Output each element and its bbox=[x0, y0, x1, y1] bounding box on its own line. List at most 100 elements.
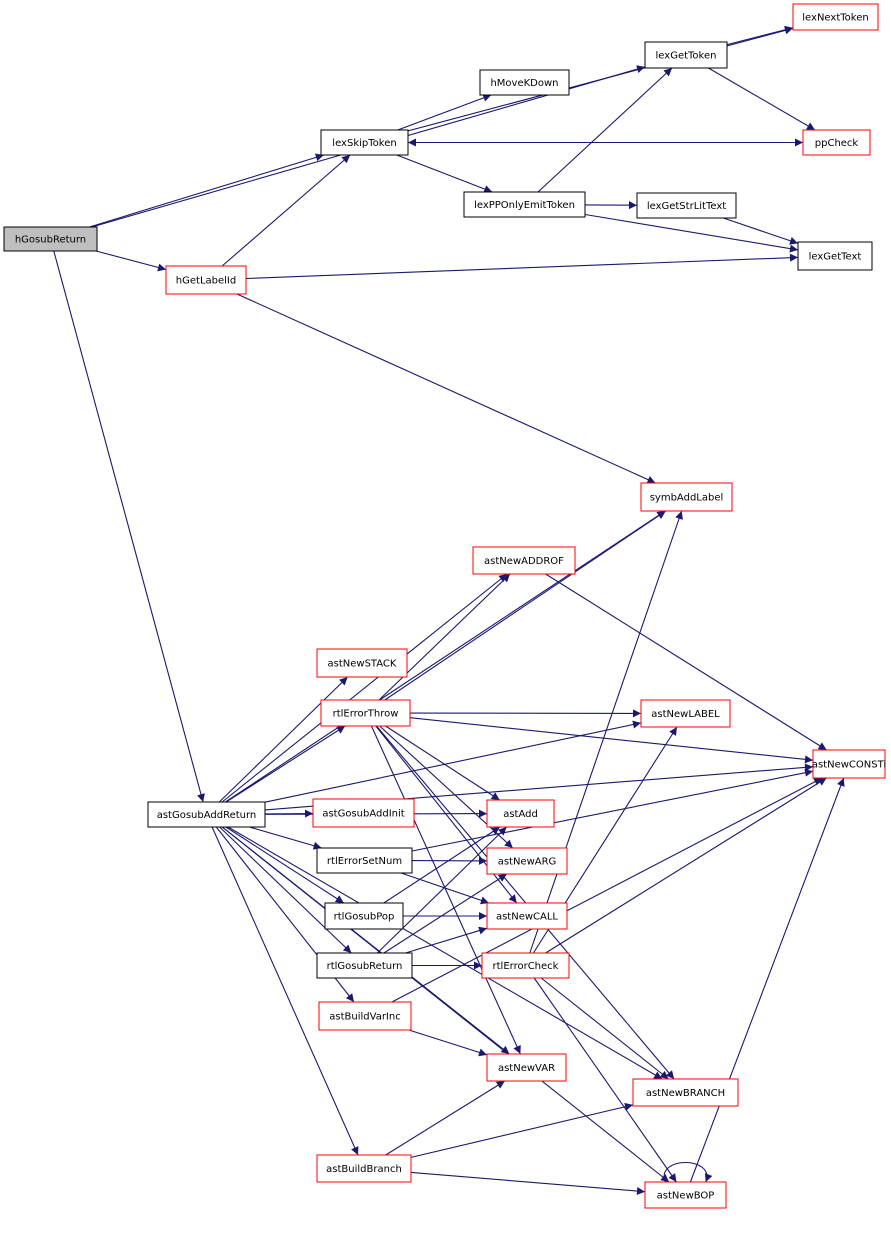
edge-astBuildVarInc-to-astNewVAR bbox=[408, 1029, 488, 1057]
node-rtlErrorSetNum[interactable]: rtlErrorSetNum bbox=[316, 847, 413, 874]
node-rtlErrorThrow[interactable]: rtlErrorThrow bbox=[320, 699, 411, 727]
node-hMoveKDown[interactable]: hMoveKDown bbox=[479, 69, 570, 96]
edge-astNewADDROF-to-astNewCONSTi bbox=[545, 573, 827, 751]
node-label: astNewCONSTi bbox=[812, 760, 886, 771]
node-astNewADDROF[interactable]: astNewADDROF bbox=[472, 546, 576, 575]
node-box[interactable] bbox=[479, 69, 570, 96]
node-box[interactable] bbox=[472, 546, 576, 575]
node-box[interactable] bbox=[324, 902, 404, 930]
node-lexSkipToken[interactable]: lexSkipToken bbox=[320, 129, 409, 156]
node-box[interactable] bbox=[486, 847, 568, 875]
node-box[interactable] bbox=[797, 241, 873, 271]
node-ppCheck[interactable]: ppCheck bbox=[802, 129, 871, 156]
node-hGosubReturn[interactable]: hGosubReturn bbox=[3, 226, 98, 252]
node-lexGetText[interactable]: lexGetText bbox=[797, 241, 873, 271]
node-rtlErrorCheck[interactable]: rtlErrorCheck bbox=[481, 952, 570, 979]
edge-astGosubAddReturn-to-astNewADDROF bbox=[221, 573, 508, 803]
node-box[interactable] bbox=[792, 3, 879, 31]
node-astNewBOP[interactable]: astNewBOP bbox=[644, 1181, 727, 1209]
node-box[interactable] bbox=[165, 265, 247, 295]
edge-astGosubAddReturn-to-astNewSTACK bbox=[218, 676, 348, 803]
node-label: astNewARG bbox=[498, 857, 557, 868]
edge-lexPPOnlyEmitToken-to-lexGetText bbox=[584, 213, 799, 253]
edge-lexPPOnlyEmitToken-to-lexGetToken bbox=[537, 67, 673, 193]
node-box[interactable] bbox=[640, 482, 733, 512]
node-box[interactable] bbox=[802, 129, 871, 156]
node-box[interactable] bbox=[644, 1181, 727, 1209]
node-box[interactable] bbox=[644, 41, 728, 69]
edge-astGosubAddReturn-to-astBuildBranch bbox=[211, 826, 359, 1156]
node-label: ppCheck bbox=[815, 138, 859, 149]
node-label: lexPPOnlyEmitToken bbox=[474, 200, 575, 211]
node-box[interactable] bbox=[147, 801, 266, 828]
node-box[interactable] bbox=[312, 798, 415, 828]
edge-astGosubAddReturn-to-rtlErrorSetNum bbox=[249, 826, 322, 850]
node-box[interactable] bbox=[640, 699, 731, 728]
node-box[interactable] bbox=[316, 1154, 412, 1183]
edge-hGosubReturn-to-hGetLabelId bbox=[95, 250, 167, 272]
node-label: astNewBOP bbox=[657, 1191, 715, 1202]
node-astNewLABEL[interactable]: astNewLABEL bbox=[640, 699, 731, 728]
node-label: lexGetStrLitText bbox=[647, 201, 726, 212]
node-box[interactable] bbox=[3, 226, 98, 252]
node-lexGetToken[interactable]: lexGetToken bbox=[644, 41, 728, 69]
node-astNewCALL[interactable]: astNewCALL bbox=[486, 902, 568, 930]
node-box[interactable] bbox=[632, 1078, 739, 1107]
node-astNewSTACK[interactable]: astNewSTACK bbox=[316, 648, 408, 678]
node-layer: hGosubReturn lexNextToken lexGetToken hMove… bbox=[3, 3, 886, 1209]
node-box[interactable] bbox=[481, 952, 570, 979]
node-box[interactable] bbox=[486, 1053, 567, 1082]
node-label: hGosubReturn bbox=[15, 235, 86, 246]
node-rtlGosubReturn[interactable]: rtlGosubReturn bbox=[316, 952, 413, 979]
node-rtlGosubPop[interactable]: rtlGosubPop bbox=[324, 902, 404, 930]
node-box[interactable] bbox=[316, 648, 408, 678]
edge-astGosubAddReturn-to-rtlGosubReturn bbox=[219, 826, 352, 954]
edge-astBuildBranch-to-astNewBRANCH bbox=[410, 1102, 634, 1158]
node-label: rtlErrorThrow bbox=[333, 709, 399, 720]
edge-rtlErrorThrow-to-astNewADDROF bbox=[378, 573, 511, 701]
node-astGosubAddInit[interactable]: astGosubAddInit bbox=[312, 798, 415, 828]
node-astNewCONSTi[interactable]: astNewCONSTi bbox=[812, 749, 886, 779]
node-box[interactable] bbox=[320, 129, 409, 156]
edge-rtlErrorThrow-to-astNewCONSTi bbox=[409, 717, 814, 764]
node-box[interactable] bbox=[463, 191, 586, 218]
edge-lexGetStrLitText-to-lexGetText bbox=[723, 217, 799, 245]
node-label: astGosubAddReturn bbox=[157, 810, 257, 821]
node-box[interactable] bbox=[636, 192, 737, 219]
node-box[interactable] bbox=[318, 1001, 412, 1031]
edge-hGosubReturn-to-astGosubAddReturn bbox=[53, 250, 205, 803]
node-hGetLabelId[interactable]: hGetLabelId bbox=[165, 265, 247, 295]
node-astBuildBranch[interactable]: astBuildBranch bbox=[316, 1154, 412, 1183]
edge-astBuildBranch-to-astNewBOP bbox=[410, 1171, 646, 1196]
node-box[interactable] bbox=[486, 902, 568, 930]
node-lexPPOnlyEmitToken[interactable]: lexPPOnlyEmitToken bbox=[463, 191, 586, 218]
edge-hGetLabelId-to-lexSkipToken bbox=[221, 154, 351, 267]
edge-rtlErrorSetNum-to-astNewCONSTi bbox=[411, 768, 814, 852]
node-astNewVAR[interactable]: astNewVAR bbox=[486, 1053, 567, 1082]
node-astNewARG[interactable]: astNewARG bbox=[486, 847, 568, 875]
node-label: astNewSTACK bbox=[328, 659, 397, 670]
node-label: rtlErrorSetNum bbox=[327, 856, 402, 867]
node-box[interactable] bbox=[316, 847, 413, 874]
node-box[interactable] bbox=[812, 749, 886, 779]
node-astBuildVarInc[interactable]: astBuildVarInc bbox=[318, 1001, 412, 1031]
node-box[interactable] bbox=[320, 699, 411, 727]
node-astAdd[interactable]: astAdd bbox=[486, 799, 555, 828]
edge-lexSkipToken-to-lexPPOnlyEmitToken bbox=[396, 154, 493, 193]
node-label: astBuildBranch bbox=[326, 1164, 402, 1175]
node-box[interactable] bbox=[316, 952, 413, 979]
edge-hGetLabelId-to-lexGetText bbox=[245, 253, 799, 280]
edge-rtlErrorSetNum-to-astNewCALL bbox=[400, 872, 490, 905]
node-box[interactable] bbox=[486, 799, 555, 828]
node-lexNextToken[interactable]: lexNextToken bbox=[792, 3, 879, 31]
node-astGosubAddReturn[interactable]: astGosubAddReturn bbox=[147, 801, 266, 828]
edge-lexGetToken-to-ppCheck bbox=[708, 67, 816, 131]
node-symbAddLabel[interactable]: symbAddLabel bbox=[640, 482, 733, 512]
node-astNewBRANCH[interactable]: astNewBRANCH bbox=[632, 1078, 739, 1107]
edge-astGosubAddReturn-to-symbAddLabel bbox=[225, 510, 666, 803]
node-label: rtlGosubPop bbox=[334, 912, 395, 923]
node-lexGetStrLitText[interactable]: lexGetStrLitText bbox=[636, 192, 737, 219]
edge-astBuildBranch-to-astNewVAR bbox=[385, 1080, 506, 1156]
edge-astGosubAddReturn-to-astNewLABEL bbox=[264, 720, 642, 803]
